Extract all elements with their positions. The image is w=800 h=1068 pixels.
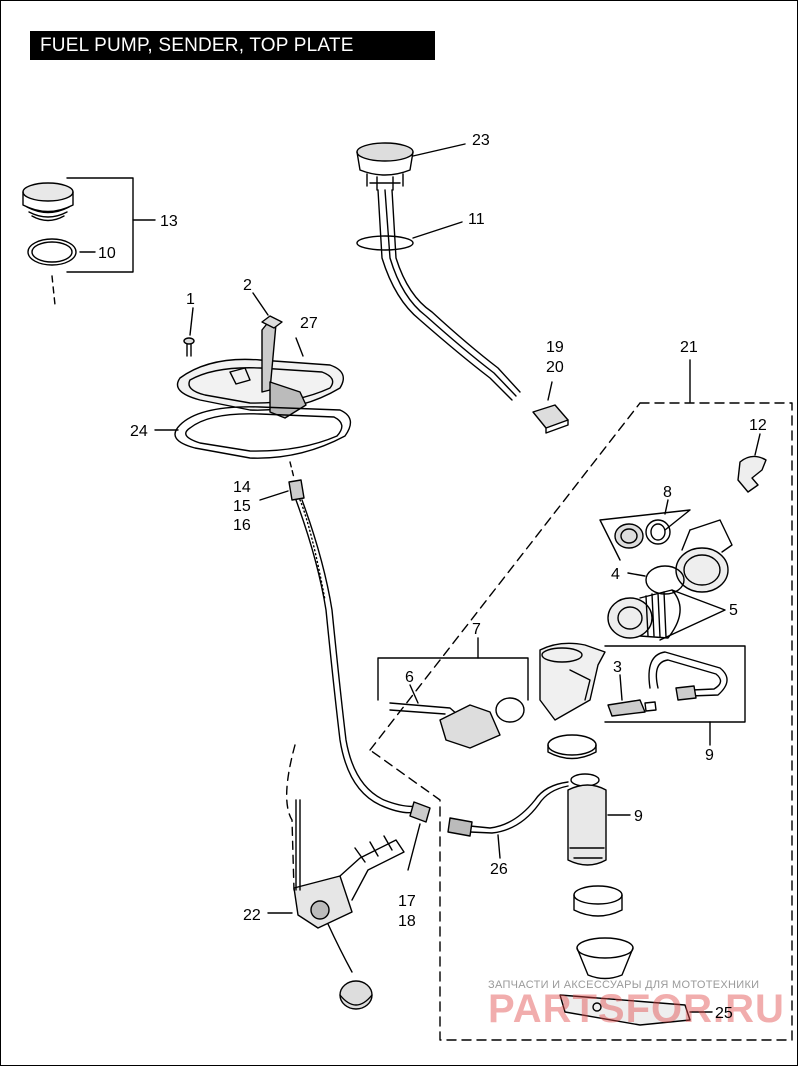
filler-plug-part: [22, 182, 74, 222]
fuel-pump-part-9: [567, 773, 607, 866]
callout-10: 10: [98, 245, 116, 262]
callout-23: 23: [472, 132, 490, 149]
leader-19-20: [547, 381, 553, 401]
centerline: [289, 461, 295, 479]
bracket-5: [659, 589, 726, 641]
leader-23: [412, 143, 466, 157]
callout-11: 11: [468, 211, 485, 228]
strainer-cup: [576, 937, 634, 980]
gauge-top-part-23: [356, 142, 414, 191]
callout-7: 7: [472, 621, 481, 638]
callout-16: 16: [233, 517, 251, 534]
connector-part-14-16: [288, 479, 305, 501]
seals-part-8: [614, 519, 671, 549]
callout-15: 15: [233, 498, 251, 515]
leader-1: [189, 307, 194, 336]
clip-part-2: [261, 315, 283, 329]
kit-boundary-21: [369, 402, 793, 1041]
top-plate-part-27: [176, 319, 344, 419]
connector-part-19-20: [532, 404, 569, 434]
bracket-8: [599, 509, 691, 561]
page-title: FUEL PUMP, SENDER, TOP PLATE: [30, 31, 435, 60]
sender-harness: [295, 499, 419, 814]
callout-2: 2: [243, 277, 252, 294]
centerline: [285, 744, 296, 891]
filter-housing: [675, 519, 733, 593]
callout-22: 22: [243, 907, 261, 924]
o-ring-part-4: [645, 565, 685, 595]
clip-part-12: [737, 455, 767, 493]
callout-14: 14: [233, 479, 251, 496]
callout-9-pump: 9: [634, 808, 643, 825]
gasket-part-24: [174, 406, 352, 459]
pump-housing-part-7: [539, 642, 606, 721]
callout-24: 24: [130, 423, 148, 440]
wire-harness-23: [377, 189, 521, 401]
callout-5: 5: [729, 602, 738, 619]
leader-11: [412, 221, 463, 239]
callout-21: 21: [680, 339, 698, 356]
callout-25: 25: [715, 1005, 733, 1022]
callout-26: 26: [490, 861, 508, 878]
leader-27: [295, 337, 304, 357]
bracket-13: [66, 177, 134, 273]
callout-3: 3: [613, 659, 622, 676]
callout-13: 13: [160, 213, 178, 230]
leader-12: [754, 433, 761, 456]
callout-17: 17: [398, 893, 416, 910]
screw-part-1: [183, 337, 195, 357]
leader-26: [497, 834, 501, 859]
fuel-hose-part-9: [648, 651, 728, 701]
float-part-22: [339, 980, 373, 1010]
callout-27: 27: [300, 315, 318, 332]
callout-19: 19: [546, 339, 564, 356]
leader-4: [627, 572, 646, 577]
callout-20: 20: [546, 359, 564, 376]
bracket-9: [604, 645, 746, 723]
strainer-ring: [573, 885, 623, 917]
leader-17-18: [407, 823, 421, 871]
callout-12: 12: [749, 417, 767, 434]
watermark-tagline: ЗАПЧАСТИ И АКСЕССУАРЫ ДЛЯ МОТОТЕХНИКИ: [488, 979, 759, 991]
strainer-part-25: [559, 994, 691, 1026]
o-ring-part-10: [27, 238, 77, 266]
leader-14-16: [259, 490, 289, 501]
retainer-ring: [547, 734, 597, 760]
filter-part-5: [607, 589, 681, 639]
callout-8: 8: [663, 484, 672, 501]
leader-8: [664, 499, 669, 515]
connector-part-17-18: [409, 801, 431, 823]
fitting-part-3: [607, 699, 657, 717]
o-ring-part-11: [356, 235, 414, 251]
bracket-part-6: [389, 697, 525, 749]
leader-3: [619, 674, 623, 701]
bracket-7: [377, 657, 529, 701]
centerline: [51, 275, 56, 306]
callout-1: 1: [186, 291, 195, 308]
leader-6: [409, 684, 419, 704]
fuel-sender-part-22: [293, 799, 405, 973]
callout-9-hose: 9: [705, 747, 714, 764]
leader-2: [252, 292, 269, 316]
pump-wiring-part-26: [447, 781, 569, 837]
watermark-brand: PARTSFOR.RU: [488, 987, 785, 1031]
callout-6: 6: [405, 669, 414, 686]
callout-4: 4: [611, 566, 620, 583]
callout-18: 18: [398, 913, 416, 930]
